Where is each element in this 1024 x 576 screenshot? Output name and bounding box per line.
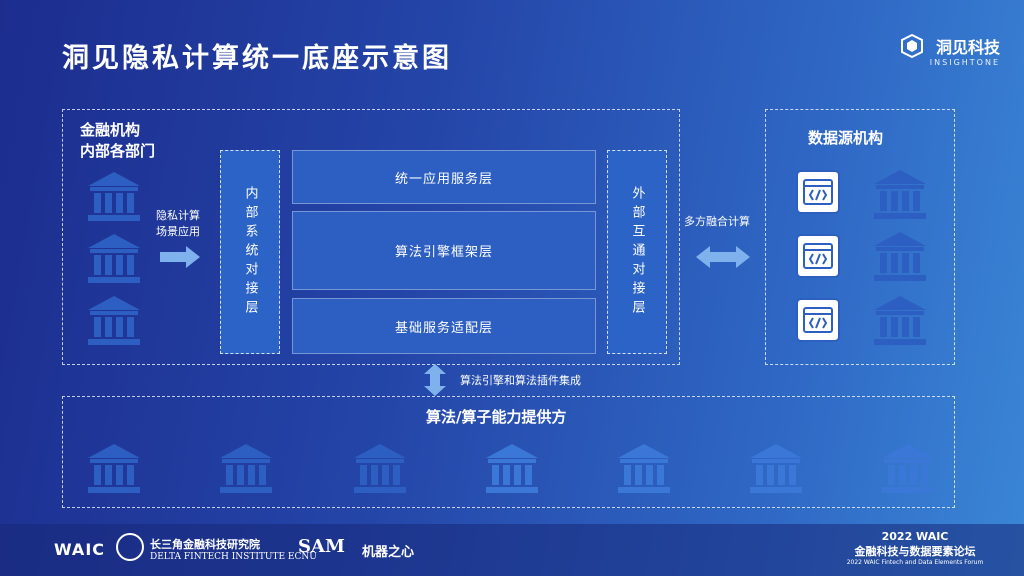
scene-label-line1: 隐私计算	[156, 209, 200, 222]
integration-label: 算法引擎和算法插件集成	[460, 374, 581, 387]
event-en: 2022 WAIC Fintech and Data Elements Foru…	[846, 559, 984, 566]
internal-system-layer: 内部系统对接层	[220, 150, 280, 354]
layer-app-service: 统一应用服务层	[292, 150, 596, 204]
bank-icon	[874, 232, 926, 281]
external-interop-layer-label: 外部互通对接层	[629, 185, 645, 319]
data-source-container	[765, 109, 955, 365]
internal-system-layer-label: 内部系统对接层	[242, 185, 258, 319]
scene-label-line2: 场景应用	[156, 225, 200, 238]
bank-icon	[874, 296, 926, 345]
event-info: 2022 WAIC 金融科技与数据要素论坛 2022 WAIC Fintech …	[820, 530, 1010, 566]
provider-label: 算法/算子能力提供方	[426, 408, 567, 426]
code-window-icon	[796, 298, 840, 342]
code-window-icon	[796, 170, 840, 214]
layer-base-service: 基础服务适配层	[292, 298, 596, 354]
bank-icon	[486, 444, 538, 493]
bank-icon	[88, 444, 140, 493]
bank-icon	[88, 234, 140, 283]
sam-logo: SAM	[298, 536, 345, 557]
institute-cn: 长三角金融科技研究院	[150, 538, 260, 551]
event-year: 2022 WAIC	[881, 530, 949, 543]
external-interop-layer: 外部互通对接层	[607, 150, 667, 354]
double-arrow-icon	[696, 246, 750, 268]
bank-icon	[874, 170, 926, 219]
brand-logo: 洞见科技 INSIGHTONE	[900, 34, 1000, 67]
seal-icon	[116, 533, 144, 561]
brand-sub: INSIGHTONE	[929, 58, 1000, 67]
scene-label: 隐私计算 场景应用	[156, 208, 200, 240]
bank-icon	[220, 444, 272, 493]
institute-en: DELTA FINTECH INSTITUTE ECNU	[150, 552, 317, 562]
bank-icon	[618, 444, 670, 493]
cube-logo-icon	[900, 34, 923, 58]
page-title: 洞见隐私计算统一底座示意图	[62, 43, 452, 74]
bank-icon	[88, 296, 140, 345]
bank-icon	[882, 444, 934, 493]
bank-icon	[750, 444, 802, 493]
code-window-icon	[796, 234, 840, 278]
bank-icon	[354, 444, 406, 493]
layer-algorithm-engine: 算法引擎框架层	[292, 211, 596, 290]
finance-label: 金融机构 内部各部门	[80, 120, 155, 162]
multi-party-label: 多方融合计算	[684, 215, 750, 228]
event-cn: 金融科技与数据要素论坛	[854, 545, 976, 558]
provider-container	[62, 396, 955, 508]
finance-label-line1: 金融机构	[80, 121, 141, 139]
institute-logo: 长三角金融科技研究院 DELTA FINTECH INSTITUTE ECNU	[150, 536, 317, 562]
waic-logo: WAIC	[54, 540, 106, 559]
footer-bar	[0, 524, 1024, 576]
finance-label-line2: 内部各部门	[80, 142, 156, 160]
data-source-label: 数据源机构	[808, 129, 884, 147]
vertical-double-arrow-icon	[424, 364, 446, 396]
brand-name: 洞见科技	[935, 38, 1000, 57]
bank-icon	[88, 172, 140, 221]
arrow-right-icon	[160, 246, 200, 268]
jiqi-logo: 机器之心	[362, 545, 415, 560]
main-container	[62, 109, 680, 365]
